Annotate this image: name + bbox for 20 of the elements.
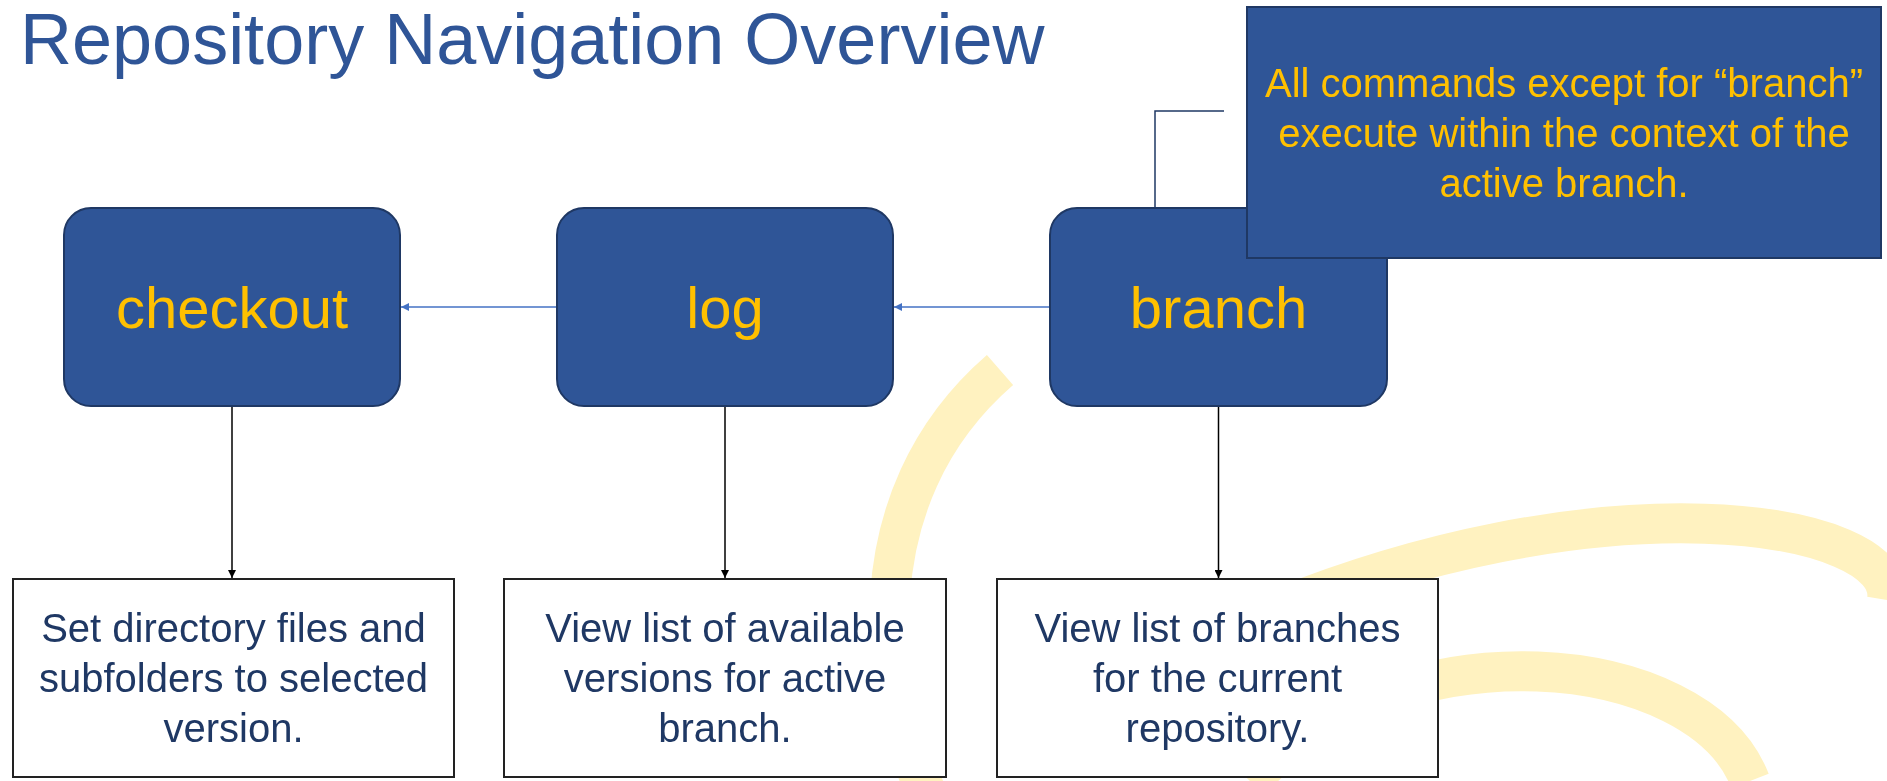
arrow (721, 406, 729, 579)
node-text: All commands except for “branch” execute within the context of the active branch. (1264, 59, 1864, 207)
description-box (12, 578, 455, 778)
node-text: View list of branches for the current repository. (1033, 605, 1402, 752)
callout-tooltip (1246, 6, 1882, 259)
node-text: checkout (115, 273, 349, 342)
title: Repository Navigation Overview (20, 0, 1045, 80)
leader-line (1154, 110, 1225, 208)
command-box (63, 207, 401, 407)
arrow (400, 303, 557, 311)
command-box (556, 207, 894, 407)
node-text: Set directory files and subfolders to selected version. (37, 605, 430, 752)
node-text: branch (1129, 273, 1308, 342)
description-box (996, 578, 1439, 778)
node-text: View list of available versions for active branch. (544, 605, 906, 752)
node-text: log (686, 273, 764, 342)
arrow (1214, 406, 1223, 579)
arrow (893, 303, 1050, 311)
description-box (503, 578, 947, 778)
arrow (228, 406, 236, 579)
